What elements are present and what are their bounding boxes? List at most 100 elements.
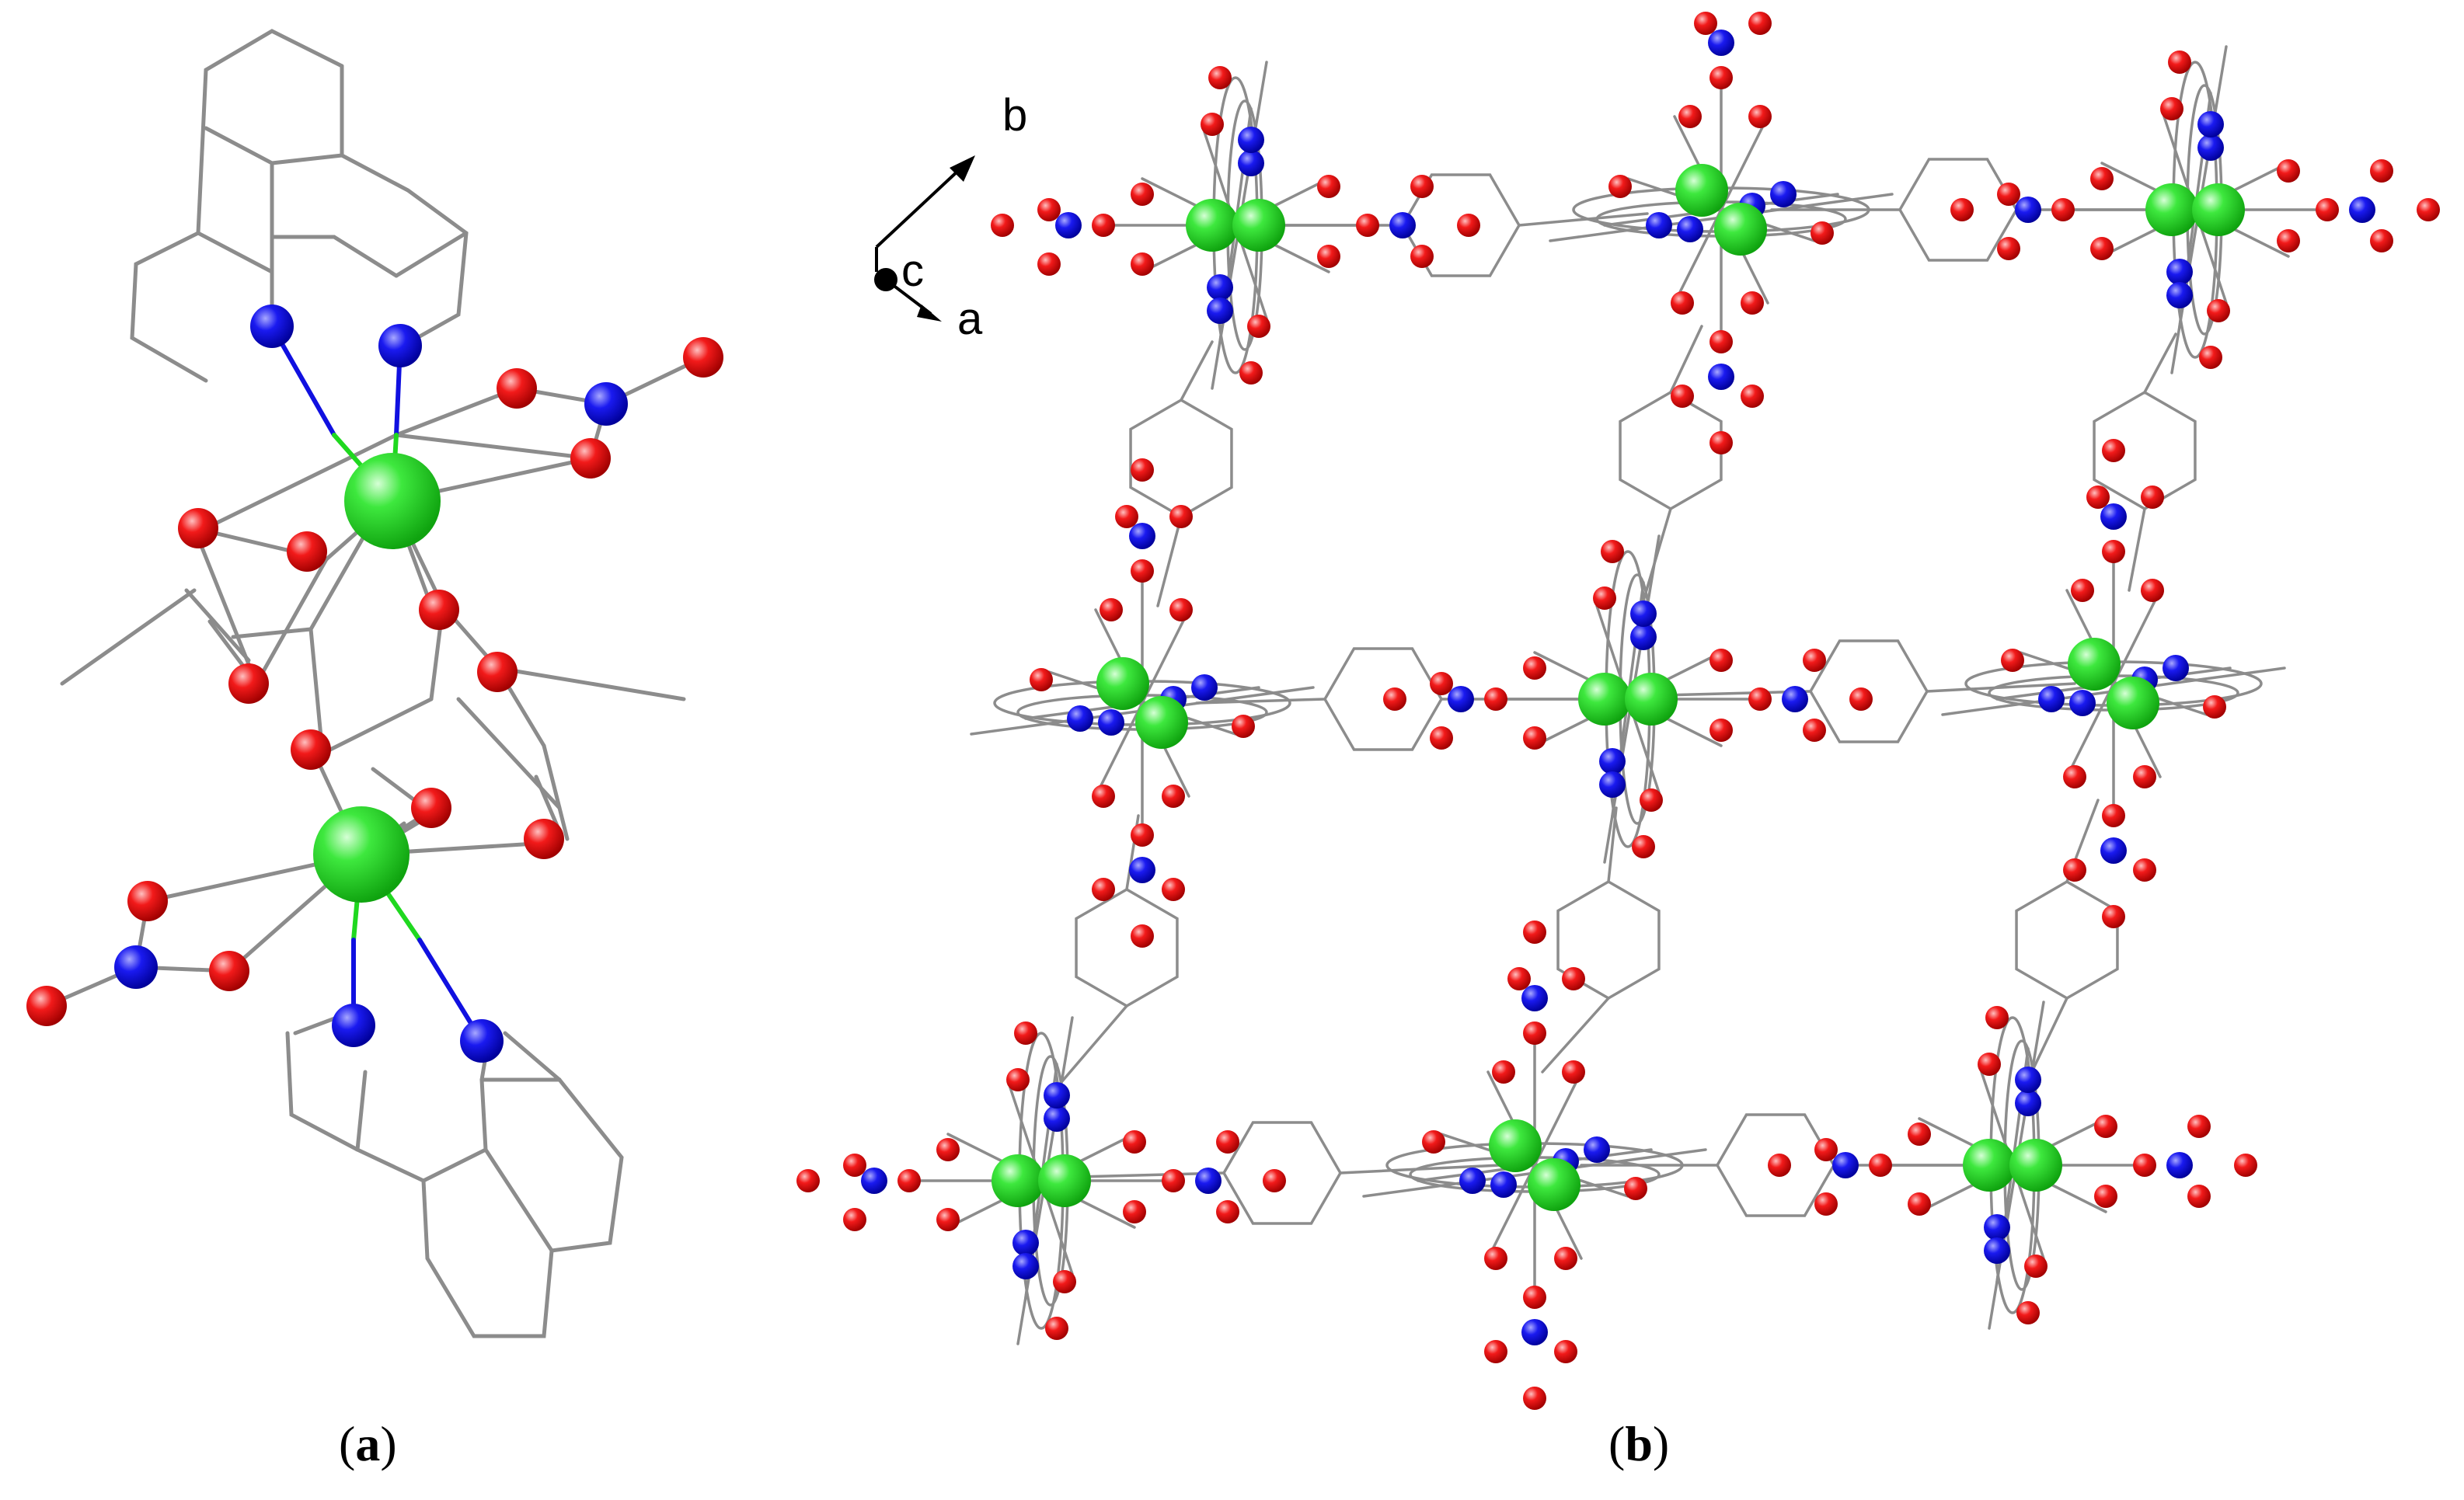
oxygen-atom — [2133, 1154, 2156, 1177]
nitrogen-atom — [1708, 30, 1734, 56]
nitrogen-atom — [1599, 748, 1626, 774]
bond — [1541, 997, 1610, 1074]
oxygen-atom — [1507, 967, 1531, 990]
oxygen-atom — [1709, 66, 1733, 89]
ring-bond — [394, 231, 469, 278]
linker-ring — [2015, 879, 2119, 1000]
bond — [495, 666, 686, 701]
metal-node — [1383, 534, 1873, 864]
oxygen-atom — [1006, 1068, 1030, 1091]
oxygen-atom — [1908, 1192, 1931, 1216]
oxygen-atom — [1162, 1169, 1185, 1192]
bond — [254, 557, 329, 686]
oxygen-atom — [1131, 458, 1154, 482]
metal-node — [1941, 439, 2286, 928]
nitrogen-atom — [1770, 181, 1797, 207]
nitrogen-atom — [584, 382, 628, 426]
oxygen-atom — [2001, 649, 2024, 672]
a-axis-arrowhead — [917, 305, 942, 322]
oxygen-atom — [1748, 687, 1772, 711]
oxygen-atom — [1671, 385, 1694, 408]
oxygen-atom — [1169, 505, 1193, 528]
oxygen-atom — [1562, 967, 1585, 990]
nitrogen-atom — [114, 945, 158, 989]
oxygen-atom — [1748, 12, 1772, 35]
oxygen-atom — [1632, 835, 1655, 858]
nitrogen-atom — [1599, 771, 1626, 798]
oxygen-atom — [1869, 1154, 1892, 1177]
oxygen-atom — [897, 1169, 921, 1192]
oxygen-atom — [2102, 540, 2125, 563]
metal-atom — [1038, 1154, 1091, 1207]
oxygen-atom — [2370, 159, 2393, 183]
oxygen-atom — [2316, 198, 2339, 221]
bond — [204, 433, 399, 531]
oxygen-atom — [1100, 598, 1123, 621]
oxygen-atom — [1162, 878, 1185, 901]
oxygen-atom — [1131, 559, 1154, 583]
oxygen-atom — [1523, 726, 1546, 750]
nitrogen-atom — [1646, 212, 1672, 238]
ring-bond — [285, 1031, 360, 1152]
oxygen-atom — [228, 663, 269, 704]
nitrogen-atom — [2166, 259, 2193, 285]
bond — [394, 386, 519, 437]
bond — [192, 526, 259, 686]
nitrogen-atom — [1448, 686, 1474, 712]
nitrogen-atom — [2069, 690, 2096, 716]
nitrogen-atom — [1207, 298, 1233, 324]
oxygen-atom — [1554, 1247, 1577, 1270]
oxygen-atom — [497, 368, 537, 409]
oxygen-atom — [843, 1154, 866, 1177]
oxygen-atom — [1523, 921, 1546, 944]
nitrogen-atom — [1521, 985, 1548, 1011]
oxygen-atom — [1457, 214, 1480, 237]
nitrogen-atom — [1044, 1082, 1070, 1108]
bond — [2065, 682, 2115, 778]
nitrogen-atom — [1067, 705, 1093, 732]
oxygen-atom — [2207, 299, 2230, 322]
oxygen-atom — [1014, 1021, 1037, 1045]
oxygen-atom — [2417, 198, 2440, 221]
oxygen-atom — [570, 438, 611, 479]
nitrogen-atom — [1832, 1152, 1859, 1178]
metal-node — [1950, 45, 2440, 374]
oxygen-atom — [2094, 1185, 2117, 1208]
oxygen-atom — [1037, 198, 1061, 221]
oxygen-atom — [1053, 1270, 1076, 1293]
panel-a-dimer — [26, 29, 723, 1338]
nitrogen-atom — [378, 324, 422, 367]
oxygen-atom — [411, 788, 451, 828]
nitrogen-atom — [1459, 1168, 1486, 1194]
nitrogen-atom — [2166, 282, 2193, 308]
nitrogen-atom — [1490, 1171, 1517, 1198]
nitrogen-atom — [2015, 1067, 2041, 1093]
oxygen-atom — [1115, 505, 1138, 528]
nitrogen-atom — [1708, 364, 1734, 390]
oxygen-atom — [1601, 540, 1624, 563]
oxygen-atom — [287, 531, 327, 572]
oxygen-atom — [1169, 598, 1193, 621]
oxygen-atom — [127, 881, 168, 921]
nitrogen-atom — [2166, 1152, 2193, 1178]
oxygen-atom — [1741, 291, 1764, 315]
metal-node — [1549, 12, 1894, 454]
oxygen-atom — [1131, 823, 1154, 847]
linker-ring — [1619, 390, 1723, 510]
oxygen-atom — [2102, 804, 2125, 827]
oxygen-atom — [1768, 1154, 1791, 1177]
bond — [2112, 589, 2162, 685]
oxygen-atom — [1092, 785, 1115, 808]
nitrogen-atom — [1055, 212, 1082, 238]
nitrogen-atom — [2349, 197, 2375, 223]
oxygen-atom — [1811, 221, 1834, 245]
ring-bond — [270, 235, 399, 278]
ring-bond — [421, 1178, 554, 1338]
metal-atom — [1528, 1158, 1581, 1211]
oxygen-atom — [26, 986, 67, 1026]
nitrogen-atom — [250, 305, 294, 348]
bond — [394, 433, 593, 461]
b-axis-label: b — [1002, 90, 1027, 141]
nitrogen-atom — [2015, 1090, 2041, 1116]
